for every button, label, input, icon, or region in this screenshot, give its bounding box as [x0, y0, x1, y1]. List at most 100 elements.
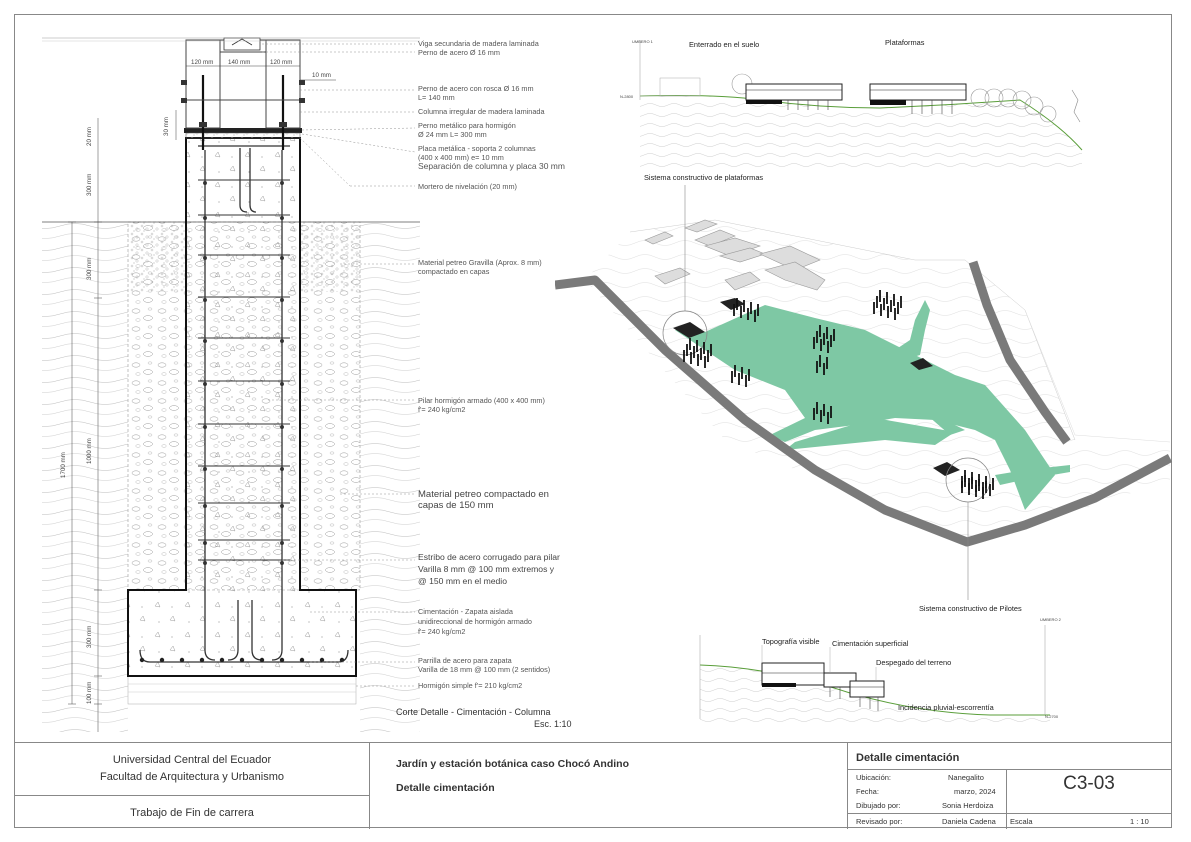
dim-300-b: 300 mm — [86, 257, 93, 280]
rebar-section — [203, 561, 207, 565]
level-label: UMBERO 1 — [632, 39, 653, 44]
annotation: Hormigón simple f'= 210 kg/cm2 — [418, 681, 523, 690]
annotation: Varilla 8 mm @ 100 mm extremos y — [418, 564, 555, 574]
annotation: Cimentación - Zapata aislada — [418, 607, 513, 616]
field-label-date: Fecha: — [856, 787, 879, 796]
footing-rebar — [339, 657, 345, 663]
site-section-bottom — [699, 625, 1050, 725]
annotation: @ 150 mm en el medio — [418, 576, 507, 586]
annotation: Varilla de 18 mm @ 100 mm (2 sentidos) — [418, 665, 551, 674]
label-visible-topography: Topografía visible — [762, 637, 820, 646]
label-raised-from-ground: Despegado del terreno — [876, 658, 952, 667]
rebar-section — [280, 467, 284, 471]
dim-20: 20 mm — [86, 127, 93, 146]
title-block-sheet-info: Detalle cimentación Ubicación: Nanegalit… — [848, 743, 1172, 829]
foundation-section-drawing — [42, 37, 420, 732]
rebar-section — [280, 181, 284, 185]
title-block: Universidad Central del Ecuador Facultad… — [14, 742, 1172, 829]
annotation: Parrilla de acero para zapata — [418, 656, 512, 665]
title-block-institution: Universidad Central del Ecuador Facultad… — [14, 743, 370, 829]
drawing-sheet-frame — [14, 14, 1172, 828]
rebar-section — [280, 425, 284, 429]
footing-rebar — [159, 657, 165, 663]
annotation: Perno metálico para hormigón — [418, 121, 516, 130]
annotation: (400 x 400 mm) e= 10 mm — [418, 153, 504, 162]
dim-120-right: 120 mm — [270, 59, 293, 66]
rebar-section — [203, 216, 207, 220]
field-label-drawn-by: Dibujado por: — [856, 801, 901, 810]
footing-rebar — [299, 657, 305, 663]
annotation: Estribo de acero corrugado para pilar — [418, 552, 560, 562]
scale-label: Escala — [1010, 817, 1033, 826]
dim-1000: 1000 mm — [86, 438, 93, 464]
rebar-section — [203, 298, 207, 302]
annotation: Perno de acero Ø 16 mm — [418, 48, 500, 57]
rebar-section — [280, 339, 284, 343]
dim-100: 100 mm — [86, 681, 93, 704]
annotation: Perno de acero con rosca Ø 16 mm — [418, 84, 534, 93]
dim-300-a: 300 mm — [86, 173, 93, 196]
rebar-section — [203, 541, 207, 545]
annotation: f'= 240 kg/cm2 — [418, 405, 466, 414]
annotation: Separación de columna y placa 30 mm — [418, 161, 565, 171]
rebar-section — [203, 425, 207, 429]
level-label: N-2800 — [620, 94, 634, 99]
rebar-section — [280, 561, 284, 565]
footing-rebar — [319, 657, 325, 663]
field-value-drawn-by: Sonia Herdoiza — [942, 801, 994, 810]
annotation: Placa metálica - soporta 2 columnas — [418, 144, 536, 153]
rebar-section — [280, 256, 284, 260]
rebar-section — [280, 216, 284, 220]
footing-rebar — [179, 657, 185, 663]
university-name: Universidad Central del Ecuador — [112, 754, 272, 766]
annotation: Columna irregular de madera laminada — [418, 107, 545, 116]
annotation: Pilar hormigón armado (400 x 400 mm) — [418, 396, 545, 405]
footing-rebar — [199, 657, 205, 663]
rebar-section — [280, 504, 284, 508]
rebar-section — [203, 504, 207, 508]
label-shallow-foundation: Cimentación superficial — [832, 639, 909, 648]
work-type: Trabajo de Fin de carrera — [130, 807, 254, 819]
rebar-section — [280, 382, 284, 386]
footing-rebar — [219, 657, 225, 663]
section-scale: Esc. 1:10 — [534, 719, 572, 729]
label-pile-system: Sistema constructivo de Pilotes — [919, 604, 1022, 613]
field-value-reviewed-by: Daniela Cadena — [942, 817, 996, 826]
annotation: capas de 150 mm — [418, 500, 494, 511]
annotation: compactado en capas — [418, 267, 490, 276]
dim-300-c: 300 mm — [86, 625, 93, 648]
field-label-reviewed-by: Revisado por: — [856, 817, 903, 826]
dim-10: 10 mm — [312, 72, 331, 79]
label-runoff: Incidencia pluvial-escorrentía — [898, 703, 994, 712]
site-section-top — [639, 40, 1083, 170]
footing-rebar — [259, 657, 265, 663]
level-label: UMBERO 2 — [1040, 617, 1061, 622]
label-platform-system: Sistema constructivo de plataformas — [644, 173, 764, 182]
field-value-date: marzo, 2024 — [954, 787, 996, 796]
project-title: Jardín y estación botánica caso Chocó An… — [396, 758, 629, 770]
dim-120-left: 120 mm — [191, 59, 214, 66]
annotation: Viga secundaria de madera laminada — [418, 39, 539, 48]
dim-140: 140 mm — [228, 59, 251, 66]
dim-1700: 1700 mm — [60, 452, 67, 478]
rebar-section — [280, 541, 284, 545]
rebar-section — [203, 467, 207, 471]
dim-30: 30 mm — [163, 117, 170, 136]
site-axonometric — [555, 185, 1173, 600]
rebar-section — [280, 298, 284, 302]
label-platforms: Plataformas — [885, 38, 925, 47]
title-block-project: Jardín y estación botánica caso Chocó An… — [370, 743, 848, 829]
field-label-location: Ubicación: — [856, 773, 892, 782]
scale-value: 1 : 10 — [1130, 817, 1149, 826]
rebar-section — [203, 256, 207, 260]
footing-rebar — [239, 657, 245, 663]
annotation: Mortero de nivelación (20 mm) — [418, 182, 517, 191]
annotation: Material petreo compactado en — [418, 489, 549, 500]
sheet-subject: Detalle cimentación — [396, 782, 495, 794]
sheet-title: Detalle cimentación — [856, 752, 960, 764]
annotation: L= 140 mm — [418, 93, 455, 102]
field-value-location: Nanegalito — [948, 773, 984, 782]
annotation: unidireccional de hormigón armado — [418, 617, 532, 626]
rebar-section — [203, 181, 207, 185]
footing-rebar — [279, 657, 285, 663]
